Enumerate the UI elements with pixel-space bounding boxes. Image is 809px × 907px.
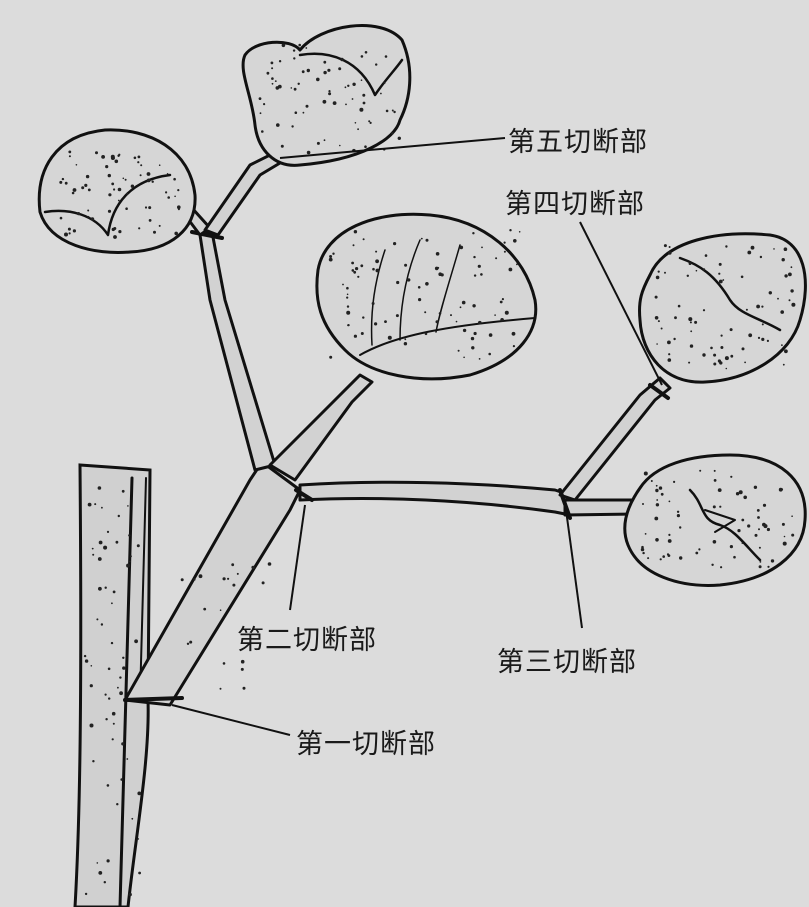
label-cut5: 第五切断部 [508,120,648,159]
label-cut4: 第四切断部 [505,182,645,221]
label-cut3: 第三切断部 [497,640,637,679]
label-cut1: 第一切断部 [296,722,436,761]
label-cut2: 第二切断部 [237,618,377,657]
leaf-right-lower [625,455,805,585]
leaf-upper-left [39,130,195,253]
